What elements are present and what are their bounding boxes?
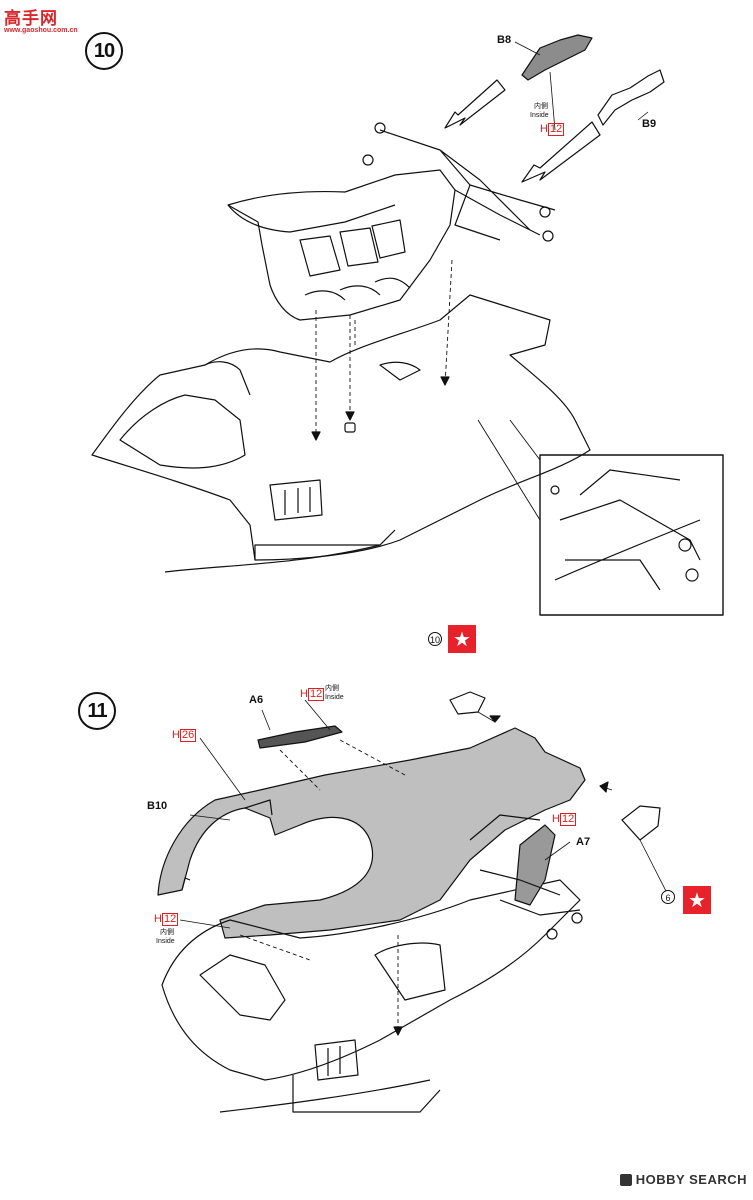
detail-inset bbox=[539, 454, 724, 616]
inside-note-11d-en: Inside bbox=[156, 938, 175, 945]
part-6 bbox=[621, 805, 661, 841]
step-number-11: 11 bbox=[78, 692, 116, 730]
step10-engine bbox=[227, 169, 456, 321]
part-10 bbox=[449, 691, 486, 715]
label-b9: B9 bbox=[642, 118, 657, 130]
inside-note-10-en: Inside bbox=[530, 112, 549, 119]
h-ref-11-c-num: 12 bbox=[559, 813, 577, 826]
step-number-10: 10 bbox=[85, 32, 123, 70]
star-icon: ★ bbox=[448, 625, 476, 653]
label-b10: B10 bbox=[147, 800, 168, 812]
part-a7 bbox=[514, 824, 556, 906]
watermark-chinese: 高手网 bbox=[4, 9, 58, 29]
inside-note-11a-en: Inside bbox=[325, 694, 344, 701]
part-b9 bbox=[597, 69, 665, 126]
footer-brand-text: HOBBY SEARCH bbox=[635, 1172, 747, 1187]
callout-6: 6 bbox=[661, 890, 675, 904]
brand-mark-icon bbox=[619, 1173, 632, 1186]
h-ref-10-num: 12 bbox=[547, 123, 565, 136]
inside-note-10-jp: 内側 bbox=[534, 103, 548, 110]
h-ref-11-a-letter: H bbox=[300, 688, 308, 700]
label-b8: B8 bbox=[497, 34, 512, 46]
h-ref-11-d-num: 12 bbox=[161, 913, 179, 926]
h-ref-11-d-letter: H bbox=[154, 913, 162, 925]
label-a7: A7 bbox=[576, 836, 591, 848]
h-ref-11-b-num: 26 bbox=[179, 729, 197, 742]
part-b10 bbox=[157, 727, 586, 939]
watermark-logo: 高手网 www.gaoshou.com.cn bbox=[4, 4, 78, 34]
inside-note-11a-jp: 内側 bbox=[325, 685, 339, 692]
watermark-url: www.gaoshou.com.cn bbox=[4, 27, 78, 34]
step10-suspension bbox=[379, 129, 556, 241]
h-ref-11-a-num: 12 bbox=[307, 688, 325, 701]
h-ref-11-b-letter: H bbox=[172, 729, 180, 741]
inside-note-11d-jp: 内側 bbox=[160, 929, 174, 936]
step11-chassis bbox=[161, 879, 581, 1081]
arrow-left bbox=[444, 79, 506, 129]
arrow-down-left bbox=[521, 121, 601, 183]
part-a6 bbox=[257, 725, 343, 749]
part-b8 bbox=[521, 34, 593, 81]
footer-brand: HOBBY SEARCH bbox=[619, 1172, 747, 1187]
h-ref-10-letter: H bbox=[540, 123, 548, 135]
h-ref-11-c-letter: H bbox=[552, 813, 560, 825]
star-icon: ★ bbox=[683, 886, 711, 914]
callout-10: 10 bbox=[428, 632, 442, 646]
label-a6: A6 bbox=[249, 694, 264, 706]
